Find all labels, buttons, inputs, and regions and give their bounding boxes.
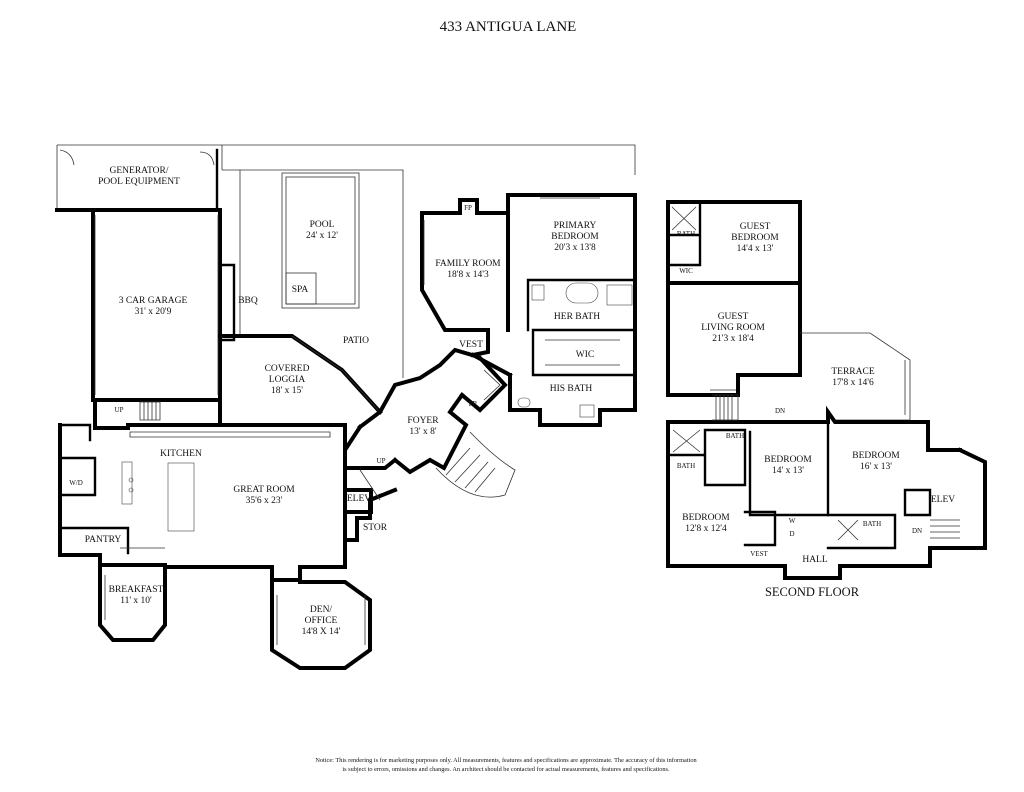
label-great-dims: 35'6 x 23' xyxy=(246,496,283,506)
notice-line2: is subject to errors, omissions and chan… xyxy=(342,766,670,773)
notice-line1: Notice: This rendering is for marketing … xyxy=(315,757,697,764)
label-family-dims: 18'8 x 14'3 xyxy=(447,270,489,280)
label-bedroom-mid-dims: 14' x 13' xyxy=(772,466,804,476)
label-her-bath: HER BATH xyxy=(554,312,600,322)
label-breakfast-dims: 11' x 10' xyxy=(120,596,152,606)
label-foyer-dims: 13' x 8' xyxy=(409,427,436,437)
label-garage: 3 CAR GARAGE xyxy=(119,296,188,306)
label-pool: POOL xyxy=(310,220,335,230)
label-den-dims: 14'8 X 14' xyxy=(302,627,341,637)
label-stor: STOR xyxy=(363,523,388,533)
label-spa: SPA xyxy=(292,285,309,295)
label-garage-dims: 31' x 20'9 xyxy=(135,307,172,317)
label-den-line1: DEN/ xyxy=(310,605,333,615)
label-bedroom-right-dims: 16' x 13' xyxy=(860,462,892,472)
label-terrace: TERRACE xyxy=(831,367,874,377)
label-elev: ELEV xyxy=(347,494,371,504)
page-title: 433 ANTIGUA LANE xyxy=(440,19,577,35)
label-his-bath: HIS BATH xyxy=(550,384,593,394)
label-loggia-dims: 18' x 15' xyxy=(271,386,303,396)
label-patio: PATIO xyxy=(343,336,369,346)
label-pool-dims: 24' x 12' xyxy=(306,231,338,241)
label-family: FAMILY ROOM xyxy=(435,259,501,269)
label-hall: HALL xyxy=(802,555,828,565)
second-floor-labels: GUEST BEDROOM 14'4 x 13' BATH WIC GUEST … xyxy=(677,222,955,599)
label-bath-left: BATH xyxy=(677,462,695,470)
label-w: W xyxy=(789,517,796,525)
label-guest-bedroom-line1: GUEST xyxy=(740,222,771,232)
label-terrace-dims: 17'8 x 14'6 xyxy=(832,378,874,388)
label-kitchen: KITCHEN xyxy=(160,449,202,459)
label-guest-bedroom-line2: BEDROOM xyxy=(731,233,779,243)
label-den-line2: OFFICE xyxy=(305,616,338,626)
label-pantry: PANTRY xyxy=(85,535,122,545)
label-pr: PR xyxy=(469,400,478,408)
label-loggia-line2: LOGGIA xyxy=(269,375,306,385)
second-floor-label: SECOND FLOOR xyxy=(765,585,860,599)
first-floor xyxy=(55,144,637,670)
label-bedroom-left: BEDROOM xyxy=(682,513,730,523)
label-loggia-line1: COVERED xyxy=(265,364,310,374)
label-bedroom-left-dims: 12'8 x 12'4 xyxy=(685,524,727,534)
label-foyer: FOYER xyxy=(407,416,439,426)
label-bath-mid: BATH xyxy=(726,432,744,440)
label-up-foyer: UP xyxy=(377,457,386,465)
label-bath-top: BATH xyxy=(677,230,695,238)
label-guest-living-line1: GUEST xyxy=(718,312,749,322)
label-primary-line1: PRIMARY xyxy=(554,221,597,231)
label-elev-2: ELEV xyxy=(931,495,955,505)
label-guest-living-line2: LIVING ROOM xyxy=(701,323,765,333)
first-floor-labels: GENERATOR/ POOL EQUIPMENT 3 CAR GARAGE 3… xyxy=(69,166,600,637)
label-great: GREAT ROOM xyxy=(233,485,295,495)
label-vest-2: VEST xyxy=(750,550,768,558)
label-primary-dims: 20'3 x 13'8 xyxy=(554,243,596,253)
label-bedroom-right: BEDROOM xyxy=(852,451,900,461)
label-d: D xyxy=(789,530,794,538)
label-dn-center: DN xyxy=(775,407,785,415)
label-dn-right: DN xyxy=(912,527,922,535)
label-generator-line2: POOL EQUIPMENT xyxy=(98,177,180,187)
label-primary-line2: BEDROOM xyxy=(551,232,599,242)
label-guest-bedroom-dims: 14'4 x 13' xyxy=(737,244,774,254)
label-bath-right: BATH xyxy=(863,520,881,528)
label-vest: VEST xyxy=(459,340,483,350)
label-bbq: BBQ xyxy=(238,296,258,306)
label-generator-line1: GENERATOR/ xyxy=(110,166,169,176)
label-breakfast: BREAKFAST xyxy=(109,585,164,595)
label-guest-living-dims: 21'3 x 18'4 xyxy=(712,334,754,344)
label-wic-2: WIC xyxy=(679,267,693,275)
label-fp: FP xyxy=(464,204,472,212)
label-wd: W/D xyxy=(69,479,83,487)
second-floor xyxy=(666,200,987,580)
label-bedroom-mid: BEDROOM xyxy=(764,455,812,465)
label-up-garage: UP xyxy=(115,406,124,414)
label-wic: WIC xyxy=(576,350,594,360)
